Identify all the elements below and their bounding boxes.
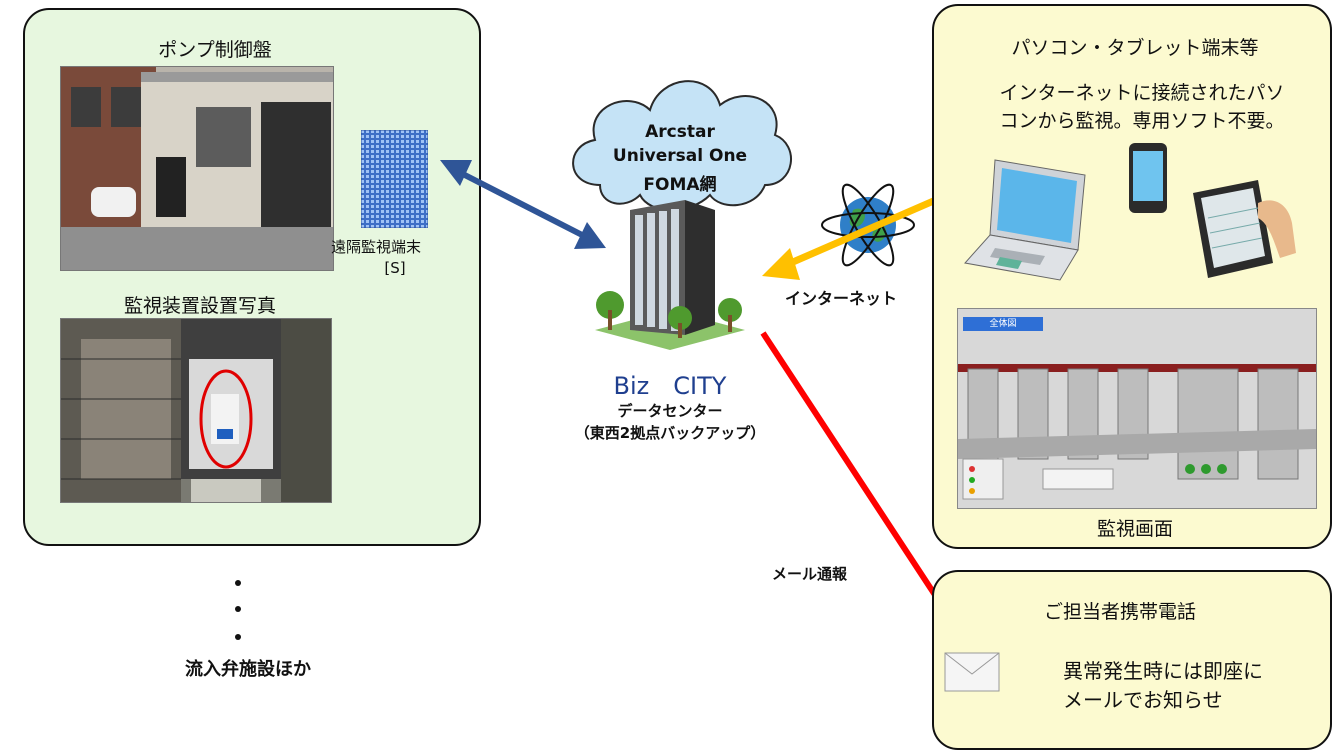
ellipsis-dot <box>235 580 241 586</box>
datacenter-sublabel: （東西2拠点バックアップ） <box>574 424 766 442</box>
datacenter-brand: Biz CITY <box>613 372 727 400</box>
pc-panel-desc-2: コンから監視。専用ソフト不要。 <box>999 110 1285 132</box>
pump-house-photo <box>60 66 334 271</box>
pump-panel-title: ポンプ制御盤 <box>158 39 272 61</box>
mail-envelope-icon <box>944 652 1000 692</box>
internet-label: インターネット <box>785 289 898 308</box>
install-photo <box>60 318 332 503</box>
red-link-arrow <box>760 331 961 632</box>
remote-terminal-icon <box>360 129 429 229</box>
blue-arrowhead-right <box>574 222 606 249</box>
pc-panel-title: パソコン・タブレット端末等 <box>1011 37 1259 59</box>
phone-panel-desc-2: メールでお知らせ <box>1063 688 1223 712</box>
ellipsis-dot <box>235 634 241 640</box>
tablet-icon <box>1188 178 1298 282</box>
blue-link-arrow <box>453 167 590 241</box>
remote-terminal-code: [S] <box>384 259 406 277</box>
blue-arrowhead-left <box>440 160 472 186</box>
monitoring-screen-caption: 監視画面 <box>1096 518 1173 540</box>
datacenter-building-icon <box>585 190 755 350</box>
datacenter-label: データセンター <box>617 402 723 420</box>
ellipsis-dot <box>235 606 241 612</box>
cloud-label-2: Universal One <box>612 146 748 166</box>
phone-panel-title: ご担当者携帯電話 <box>1043 601 1196 623</box>
monitoring-screen-header: 全体図 <box>989 319 1017 329</box>
orange-arrowhead <box>762 248 800 280</box>
cloud-label-1: Arcstar <box>645 122 715 142</box>
laptop-icon <box>960 155 1100 285</box>
other-sites-label: 流入弁施設ほか <box>185 659 311 680</box>
install-photo-title: 監視装置設置写真 <box>123 295 276 317</box>
remote-terminal-label: 遠隔監視端末 <box>331 238 422 256</box>
phone-panel-desc-1: 異常発生時には即座に <box>1063 659 1263 683</box>
pc-panel-desc-1: インターネットに接続されたパソ <box>999 82 1285 104</box>
monitoring-screen: 全体図 <box>957 308 1317 509</box>
cloud-label-3: FOMA網 <box>643 175 717 195</box>
smartphone-icon <box>1128 142 1168 214</box>
mail-notify-label: メール通報 <box>772 565 848 583</box>
